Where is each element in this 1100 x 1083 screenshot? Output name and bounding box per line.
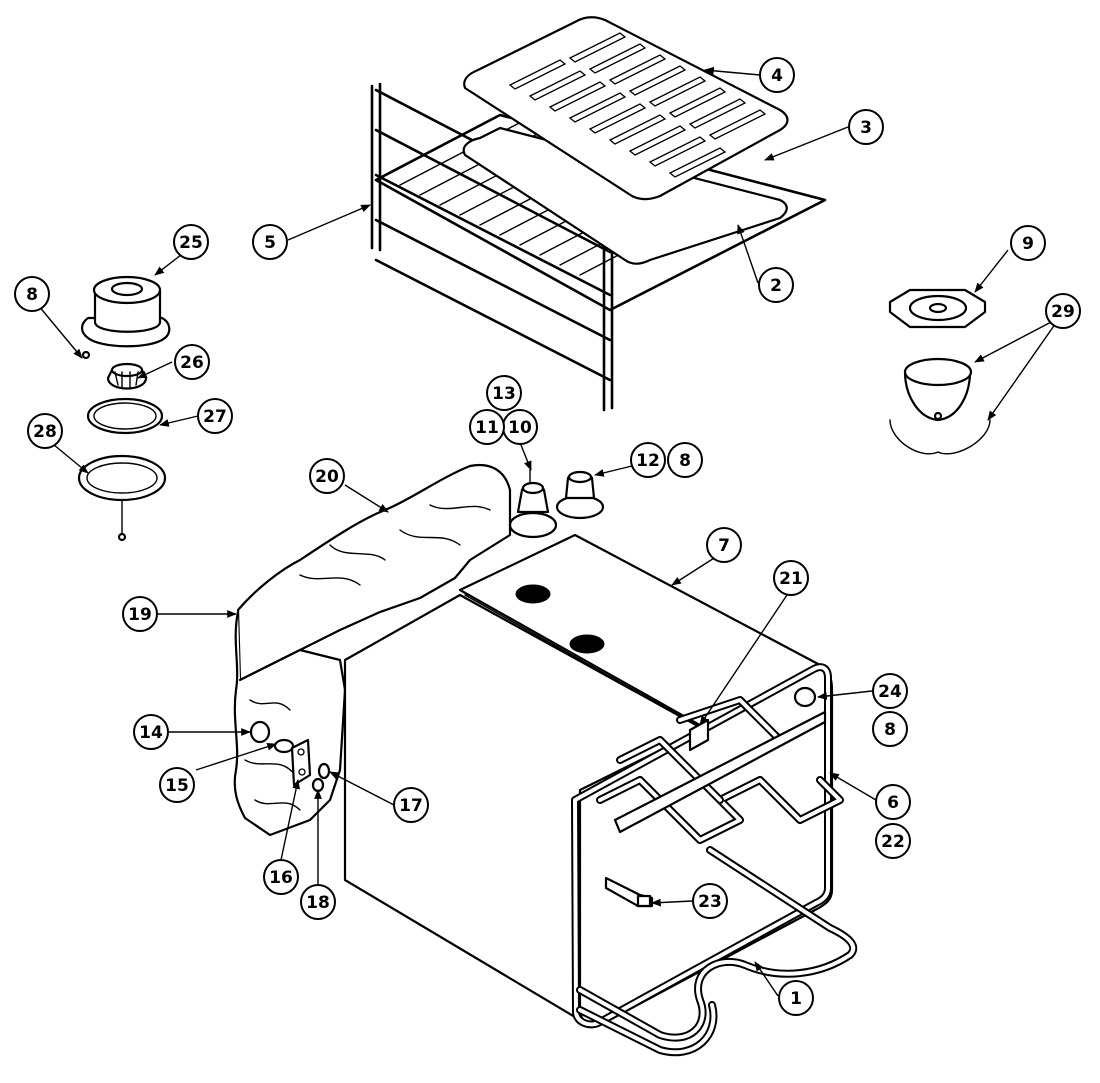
svg-text:9: 9: [1022, 234, 1034, 254]
light-globe: [889, 357, 991, 455]
callout-6: 6: [875, 784, 911, 820]
svg-text:11: 11: [475, 418, 499, 438]
broiler-pan: [462, 126, 788, 265]
callout-28: 28: [27, 413, 63, 449]
svg-text:27: 27: [203, 407, 227, 427]
svg-text:3: 3: [860, 118, 872, 138]
svg-text:20: 20: [315, 467, 339, 487]
svg-text:5: 5: [264, 233, 276, 253]
callout-27: 27: [197, 398, 233, 434]
callout-4: 4: [759, 57, 795, 93]
callout-23: 23: [692, 883, 728, 919]
svg-text:7: 7: [718, 536, 730, 556]
svg-text:25: 25: [179, 233, 203, 253]
svg-text:4: 4: [771, 66, 783, 86]
svg-text:22: 22: [881, 832, 905, 852]
callout-2: 2: [758, 267, 794, 303]
light-trim-ring: [77, 454, 167, 542]
svg-text:1: 1: [790, 989, 802, 1009]
svg-text:2: 2: [770, 276, 782, 296]
callout-11: 11: [469, 409, 505, 445]
callout-10: 10: [502, 409, 538, 445]
grommet: [555, 470, 605, 520]
svg-text:23: 23: [698, 892, 722, 912]
callout-15: 15: [159, 767, 195, 803]
light-lens: [86, 397, 164, 435]
svg-text:15: 15: [165, 776, 189, 796]
light-socket-cover: [888, 288, 987, 329]
callout-13: 13: [486, 375, 522, 411]
svg-text:19: 19: [128, 605, 152, 625]
svg-text:10: 10: [508, 418, 532, 438]
svg-text:14: 14: [139, 723, 163, 743]
svg-text:12: 12: [636, 451, 660, 471]
leader-lines: [37, 66, 1059, 997]
callout-21: 21: [773, 560, 809, 596]
thermostat-bulb-grommet: [508, 469, 558, 539]
svg-text:16: 16: [269, 868, 293, 888]
bake-element: [576, 846, 858, 1057]
callout-22: 22: [875, 823, 911, 859]
callout-7: 7: [706, 527, 742, 563]
callout-17: 17: [393, 787, 429, 823]
callout-16: 16: [263, 859, 299, 895]
insert-slots: [508, 32, 767, 178]
callout-14: 14: [133, 714, 169, 750]
hinge-screw: [317, 762, 331, 780]
knob-button: [249, 720, 271, 744]
callout-8-grommet: 8: [667, 442, 703, 478]
svg-text:26: 26: [180, 353, 204, 373]
screw-left: [81, 350, 91, 360]
callout-3: 3: [848, 109, 884, 145]
callout-1: 1: [778, 980, 814, 1016]
door-hinge-bracket: [290, 738, 312, 787]
callout-19: 19: [122, 596, 158, 632]
svg-text:28: 28: [33, 422, 57, 442]
hinge-screw-lower: [311, 777, 325, 793]
svg-text:29: 29: [1051, 302, 1075, 322]
svg-text:18: 18: [306, 893, 330, 913]
pin: [273, 738, 295, 754]
svg-text:24: 24: [878, 682, 902, 702]
callout-24: 24: [872, 673, 908, 709]
svg-text:8: 8: [884, 720, 896, 740]
callout-9: 9: [1010, 225, 1046, 261]
callout-26: 26: [174, 344, 210, 380]
callout-12: 12: [630, 442, 666, 478]
light-housing: [80, 275, 171, 348]
svg-text:8: 8: [26, 285, 38, 305]
callout-8-left: 8: [14, 276, 50, 312]
svg-text:17: 17: [399, 796, 423, 816]
broiler-pan-insert: [463, 16, 789, 201]
broil-element-bracket: [613, 710, 827, 834]
svg-text:8: 8: [679, 451, 691, 471]
svg-text:21: 21: [779, 569, 803, 589]
svg-text:6: 6: [887, 793, 899, 813]
callout-20: 20: [309, 458, 345, 494]
svg-text:13: 13: [492, 384, 516, 404]
callout-25: 25: [173, 224, 209, 260]
callout-29: 29: [1045, 293, 1081, 329]
callout-5: 5: [252, 224, 288, 260]
light-socket: [793, 686, 817, 708]
callout-18: 18: [300, 884, 336, 920]
callout-8-right: 8: [872, 711, 908, 747]
